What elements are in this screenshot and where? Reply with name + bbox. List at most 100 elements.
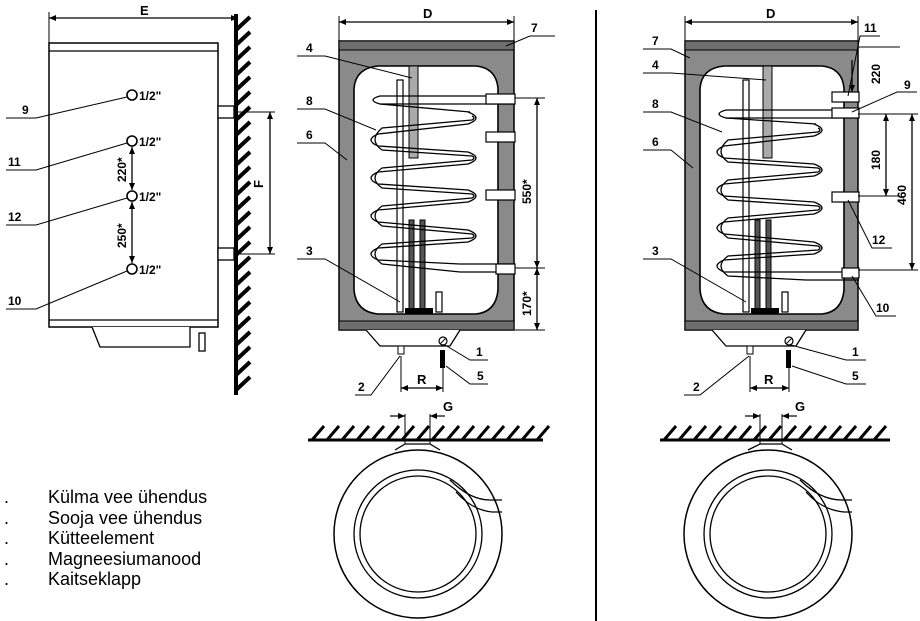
hatch-mark bbox=[692, 425, 708, 441]
callout-9-b: 9 bbox=[904, 78, 911, 92]
hatch-mark bbox=[234, 135, 252, 152]
callout-7-b: 7 bbox=[652, 34, 659, 48]
hatch-mark bbox=[842, 425, 858, 441]
legend-item: .Sooja vee ühendus bbox=[4, 507, 203, 528]
callout-12-side: 12 bbox=[8, 210, 22, 224]
callout-4-a: 4 bbox=[306, 41, 313, 55]
hatch-mark bbox=[234, 105, 252, 122]
hatch-mark bbox=[677, 425, 693, 441]
callout-2-a: 2 bbox=[358, 380, 365, 394]
dim-220-b: 220 bbox=[869, 64, 883, 84]
legend-item: .Külma vee ühendus bbox=[4, 487, 208, 507]
dim-220s-side: 220* bbox=[115, 157, 129, 182]
hatch-mark bbox=[234, 240, 252, 257]
dim-g-label-b: G bbox=[795, 399, 805, 414]
bracket-top bbox=[217, 105, 235, 119]
hatch-mark bbox=[234, 30, 252, 47]
hatch-mark bbox=[767, 425, 783, 441]
hatch-mark bbox=[797, 425, 813, 441]
callout-2-b: 2 bbox=[693, 380, 700, 394]
hatch-mark bbox=[827, 425, 843, 441]
hatch-mark bbox=[234, 15, 252, 32]
hatch-mark bbox=[234, 375, 252, 392]
fitting-12-size: 1/2" bbox=[139, 190, 161, 204]
hatch-mark bbox=[430, 425, 446, 441]
hatch-mark bbox=[400, 425, 416, 441]
hatch-mark bbox=[234, 255, 252, 272]
legend-item: .Kütteelement bbox=[4, 528, 155, 548]
hatch-mark bbox=[234, 165, 252, 182]
callout-1-a: 1 bbox=[476, 345, 483, 359]
drain-valve bbox=[198, 332, 206, 352]
hatch-mark bbox=[370, 425, 386, 441]
dim-170s: 170* bbox=[520, 291, 534, 316]
callout-5-b: 5 bbox=[852, 369, 859, 383]
hatch-mark bbox=[234, 330, 252, 347]
fitting-9-size: 1/2" bbox=[139, 89, 161, 103]
hatch-mark bbox=[520, 425, 536, 441]
hatch-mark bbox=[234, 120, 252, 137]
hatch-mark bbox=[234, 45, 252, 62]
hatch-mark bbox=[460, 425, 476, 441]
heat-coil-a bbox=[370, 95, 515, 273]
hatch-mark bbox=[234, 195, 252, 212]
hatch-mark bbox=[415, 425, 431, 441]
callout-6-b: 6 bbox=[652, 135, 659, 149]
hatch-mark bbox=[234, 270, 252, 287]
hatch-mark bbox=[475, 425, 491, 441]
hatch-mark bbox=[340, 425, 356, 441]
inner-tank-b bbox=[699, 65, 845, 315]
hatch-mark bbox=[662, 425, 678, 441]
hatch-mark bbox=[535, 425, 551, 441]
callout-6-a: 6 bbox=[306, 128, 313, 142]
hatch-mark bbox=[234, 180, 252, 197]
tank-side-body bbox=[48, 42, 219, 328]
fitting-9 bbox=[126, 89, 138, 101]
hatch-mark bbox=[234, 300, 252, 317]
legend: .Külma vee ühendus .Sooja vee ühendus .K… bbox=[0, 487, 207, 590]
hatch-mark bbox=[857, 425, 873, 441]
hatch-mark bbox=[445, 425, 461, 441]
anode-a bbox=[408, 65, 419, 159]
fitting-11 bbox=[126, 135, 138, 147]
bracket-bottom bbox=[217, 247, 235, 261]
hatch-mark bbox=[234, 360, 252, 377]
section-view-b: D 220 180 460 bbox=[643, 6, 918, 619]
dim-d-label-b: D bbox=[766, 6, 775, 21]
callout-8-a: 8 bbox=[306, 94, 313, 108]
callout-3-a: 3 bbox=[306, 244, 313, 258]
callout-10-b: 10 bbox=[876, 301, 890, 315]
section-view-a: D 550* 170* bbox=[297, 6, 555, 619]
hatch-mark bbox=[234, 150, 252, 167]
fitting-11-size: 1/2" bbox=[139, 135, 161, 149]
dim-d-label-a: D bbox=[423, 6, 432, 21]
dim-180-b: 180 bbox=[869, 150, 883, 170]
hatch-mark bbox=[325, 425, 341, 441]
hatch-mark bbox=[490, 425, 506, 441]
fitting-10-size: 1/2" bbox=[139, 263, 161, 277]
hatch-mark bbox=[234, 90, 252, 107]
legend-item: .Magneesiumanood bbox=[4, 548, 202, 569]
callout-9-side: 9 bbox=[22, 103, 29, 117]
dim-f-label: F bbox=[251, 180, 266, 188]
side-view: E F 1/2" 1/2" 1/2" 1/2" 220* 250* bbox=[6, 3, 275, 395]
hatch-mark bbox=[782, 425, 798, 441]
callout-11-b: 11 bbox=[864, 21, 877, 35]
hatch-mark bbox=[722, 425, 738, 441]
legend-item: .Kaitseklapp bbox=[4, 569, 142, 589]
dim-460-b: 460 bbox=[895, 185, 909, 205]
hatch-mark bbox=[234, 60, 252, 77]
hatch-mark bbox=[234, 315, 252, 332]
hatch-mark bbox=[234, 285, 252, 302]
callout-8-b: 8 bbox=[652, 97, 659, 111]
hatch-mark bbox=[707, 425, 723, 441]
hatch-mark bbox=[234, 75, 252, 92]
dim-r-label-a: R bbox=[417, 372, 427, 387]
inner-tank-a bbox=[353, 65, 499, 315]
callout-1-b: 1 bbox=[852, 345, 859, 359]
bottom-cover bbox=[91, 326, 191, 348]
dim-550s: 550* bbox=[520, 179, 534, 204]
callout-7-a: 7 bbox=[531, 21, 538, 35]
hatch-mark bbox=[310, 425, 326, 441]
callout-4-b: 4 bbox=[652, 58, 659, 72]
